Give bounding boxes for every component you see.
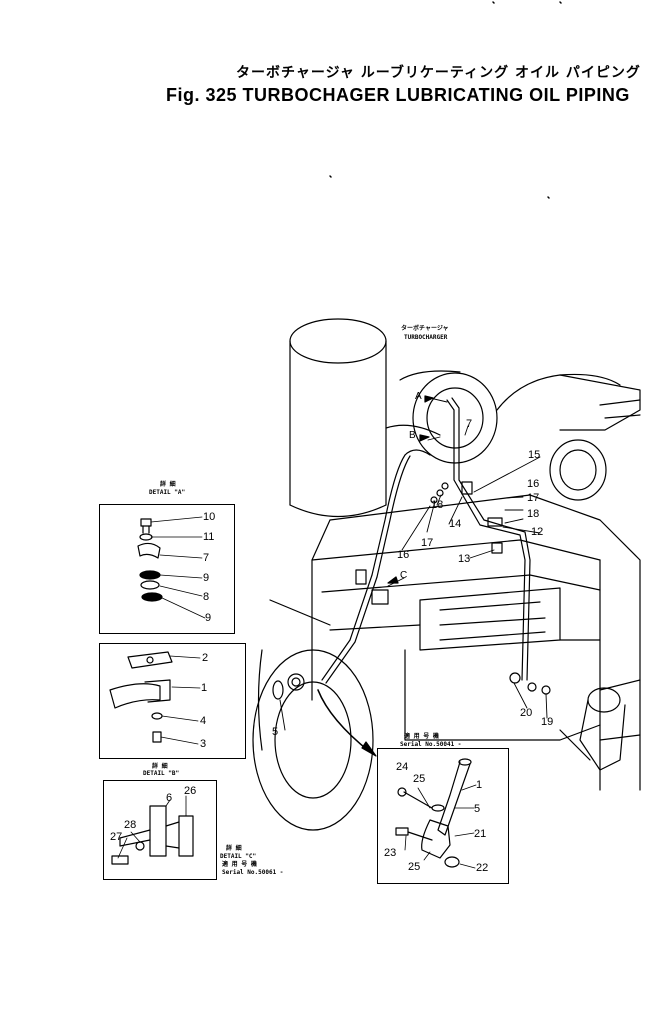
detail-b-drawing <box>111 795 194 865</box>
oil-pipe <box>321 397 531 684</box>
part-number: 23 <box>384 847 397 859</box>
pipe-fittings <box>272 481 551 700</box>
detail-a-label: DETAIL "A" <box>149 489 186 496</box>
detail-a-label-jp: 詳 細 <box>160 481 176 488</box>
pipe-flange-drawing <box>109 651 201 745</box>
part-number: 11 <box>203 531 215 543</box>
oil-filler <box>559 687 626 771</box>
part-number: 15 <box>528 449 541 461</box>
view-a-marker: A <box>415 391 422 402</box>
detail-c-frame <box>377 748 509 884</box>
leader-lines <box>279 397 548 731</box>
detail-a-drawing <box>137 516 206 619</box>
figure-title: Fig. 325 TURBOCHAGER LUBRICATING OIL PIP… <box>166 85 630 105</box>
part-number: 21 <box>474 828 487 840</box>
part-number: 19 <box>541 716 554 728</box>
part-number: 28 <box>124 819 137 831</box>
front-cover <box>252 649 374 831</box>
part-number: 24 <box>396 761 409 773</box>
detail-b-label-jp: 詳 細 <box>152 763 168 770</box>
part-number: 7 <box>466 418 473 430</box>
turbocharger-label: TURBOCHARGER <box>404 334 448 341</box>
part-number: 9 <box>205 612 212 624</box>
air-cleaner <box>289 318 387 518</box>
detail-b-label: DETAIL "B" <box>143 770 180 777</box>
title-japanese: ターボチャージャ ルーブリケーティング オイル パイピング <box>236 65 641 81</box>
part-number: 18 <box>527 508 540 520</box>
part-number: 20 <box>520 707 533 719</box>
view-arrows <box>387 395 434 584</box>
part-number: 16 <box>397 549 410 561</box>
detail-c-arrow <box>317 689 377 757</box>
scan-specks <box>329 1 562 199</box>
part-number: 16 <box>527 478 540 490</box>
part-number: 12 <box>531 526 544 538</box>
detail-c-drawing <box>395 758 477 869</box>
part-number: 17 <box>527 492 540 504</box>
serial-c-label: Serial No.50061 - <box>222 869 284 876</box>
part-number: 27 <box>110 831 123 843</box>
part-number: 1 <box>201 682 208 694</box>
detail-c-label-jp: 詳 細 <box>226 845 242 852</box>
part-number: 18 <box>431 499 444 511</box>
part-number: 8 <box>203 591 210 603</box>
view-b-marker: B <box>409 430 416 441</box>
part-number: 22 <box>476 862 489 874</box>
serial-top-label: Serial No.50041 - <box>400 741 462 748</box>
part-number: 13 <box>458 553 471 565</box>
detail-a-frame <box>99 504 235 634</box>
part-number: 10 <box>203 511 216 523</box>
part-number: 14 <box>449 518 462 530</box>
turbocharger-label-jp: ターボチャージャ <box>401 325 449 332</box>
serial-c-label-jp: 適 用 号 機 <box>222 861 257 868</box>
part-number: 7 <box>203 552 210 564</box>
part-number: 3 <box>200 738 207 750</box>
view-c-marker: C <box>400 570 408 581</box>
detail-b-frame <box>103 780 217 880</box>
turbocharger <box>385 370 641 501</box>
part-number: 25 <box>408 861 421 873</box>
part-number: 25 <box>413 773 426 785</box>
part-number: 4 <box>200 715 207 727</box>
part-number: 5 <box>474 803 481 815</box>
pipe-flange-frame <box>99 643 246 759</box>
part-number: 9 <box>203 572 210 584</box>
part-number: 17 <box>421 537 434 549</box>
part-number: 1 <box>476 779 483 791</box>
part-number: 2 <box>202 652 209 664</box>
part-number: 5 <box>272 726 279 738</box>
part-number: 26 <box>184 785 197 797</box>
serial-top-label-jp: 適 用 号 機 <box>404 733 439 740</box>
part-number: 6 <box>166 792 173 804</box>
detail-c-label: DETAIL "C" <box>220 853 257 860</box>
